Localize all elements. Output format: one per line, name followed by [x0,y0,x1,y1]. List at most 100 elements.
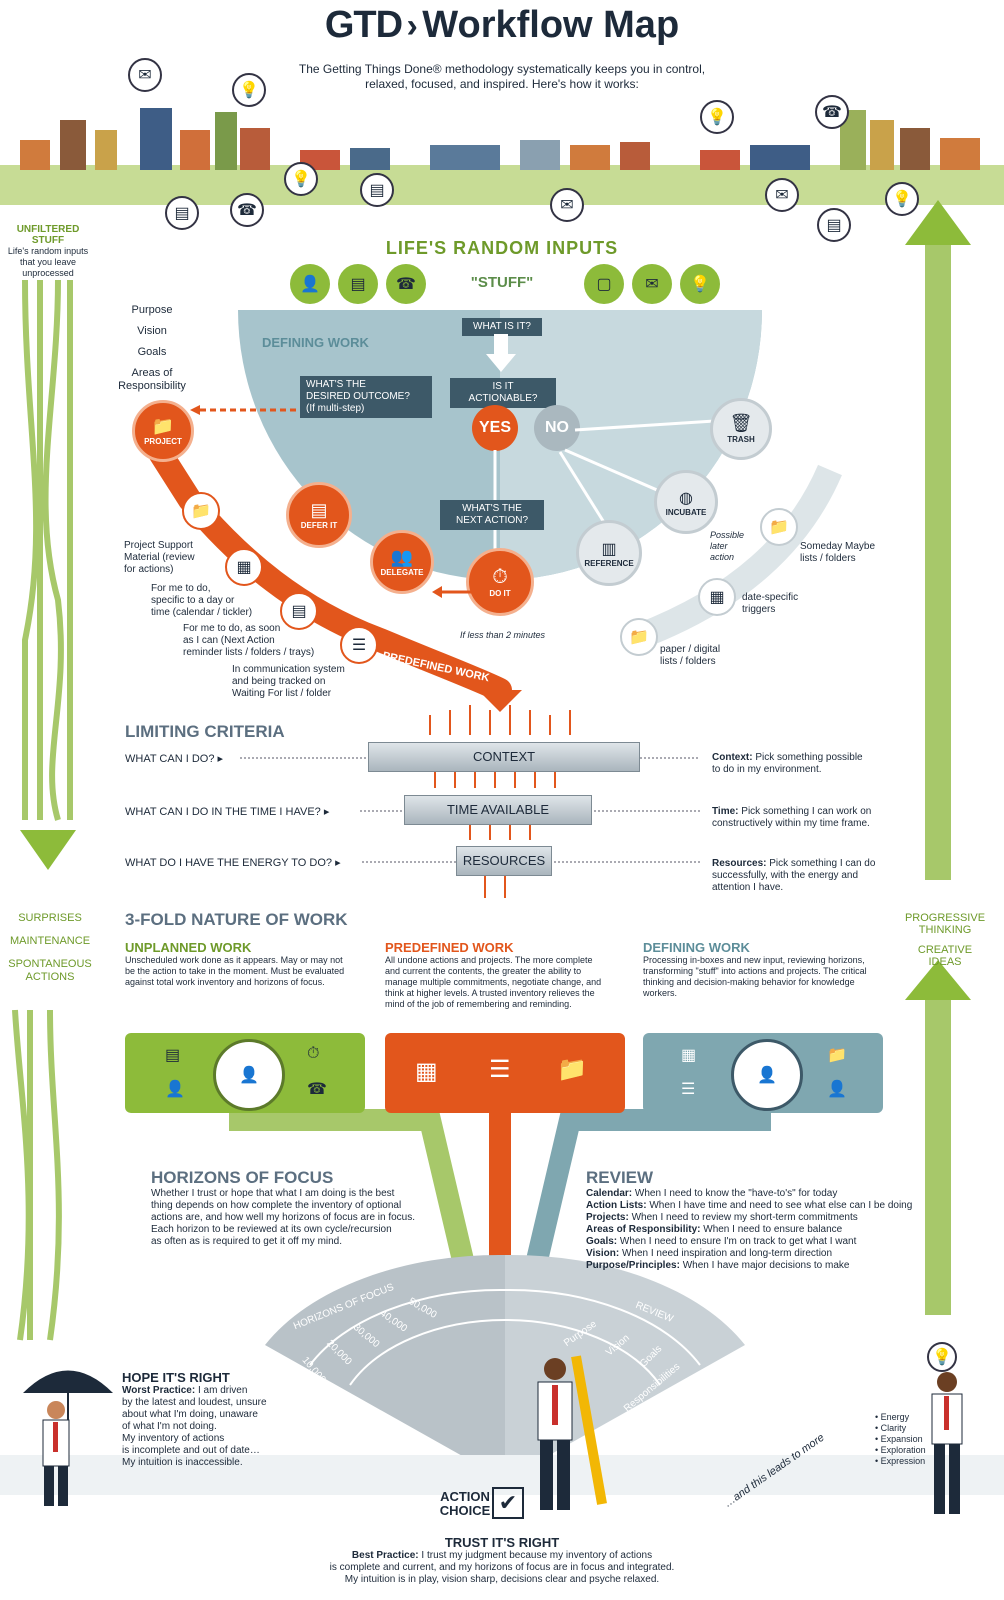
right-person-icon [931,1372,963,1514]
stopwatch-icon: ⏱ [492,566,508,588]
review-key: Purpose/Principles: [586,1260,680,1271]
note-text: Pick something possible [752,752,863,763]
horizon-item: Vision [137,325,167,337]
possible-line: action [710,552,735,562]
stopwatch-icon: ⏱ [307,1045,320,1062]
next-action-line: WHAT'S THE [462,503,522,514]
note-text: Pick something I can work on [738,806,872,817]
predefined-text: mind of the job of remembering and remin… [385,999,572,1009]
folder-icon: 📁 [760,508,798,546]
waiting-for-note: In communication system and being tracke… [232,664,345,700]
predefined-panel: ▦ ☰ 📁 [385,1033,625,1113]
do-it-label: DO IT [489,589,511,598]
question-1: WHAT CAN I DO? ▸ [125,753,224,765]
defining-text: thinking and decision-making behavior fo… [643,977,855,987]
note-line: Project Support [124,540,193,551]
trust-section: TRUST IT'S RIGHT Best Practice: I trust … [290,1535,714,1586]
nest-icon: ◍ [679,489,693,507]
email-icon: ✉ [765,178,799,212]
left-outcomes: SURPRISES MAINTENANCE SPONTANEOUS ACTION… [0,912,100,984]
resources-note: Resources: Pick something I can do succe… [712,858,875,894]
spontaneous-label-2: ACTIONS [25,971,75,983]
center-person-icon [537,1355,607,1510]
is-actionable-box: IS IT ACTIONABLE? [450,378,556,408]
what-is-it-box: WHAT IS IT? [462,318,542,336]
document-icon: ▤ [360,173,394,207]
page-title: GTD › Workflow Map [0,4,1004,47]
review-value: When I need to know the "have-to's" for … [634,1188,838,1199]
horizons-text: actions are, and how well my horizons of… [151,1212,416,1223]
horizons-text: thing depends on how complete the invent… [151,1200,402,1211]
horizon-item: Areas of [131,367,173,379]
do-it-circle: ⏱ DO IT [466,548,534,616]
surprises-label: SURPRISES [18,912,82,924]
defer-it-circle: ▤ DEFER IT [286,482,352,548]
note-line: For me to do, as soon [183,623,281,634]
progressive-label-1: PROGRESSIVE [904,912,986,924]
bullet-item: • Energy [875,1412,910,1422]
incubate-circle: ◍ INCUBATE [654,470,718,534]
review-value: When I have time and need to see what el… [649,1200,913,1211]
title-chevron-icon: › [406,7,418,45]
lightbulb-icon: 💡 [232,73,266,107]
right-bullets: • Energy • Clarity • Expansion • Explora… [875,1412,955,1467]
right-outcomes: PROGRESSIVE THINKING CREATIVE IDEAS [895,912,995,968]
project-label: PROJECT [144,437,182,446]
unfiltered-heading: UNFILTERED STUFF [16,224,80,246]
action-choice-line: ACTION [440,1489,490,1504]
unplanned-work: UNPLANNED WORK Unscheduled work done as … [125,940,375,988]
note-line: specific to a day or [151,595,235,606]
trash-circle: 🗑 TRASH [710,398,772,460]
review-value: When I need inspiration and long-term di… [621,1248,833,1259]
someday-line: lists / folders [800,553,856,564]
possible-line: later [710,541,728,551]
note-text: Pick something I can do [766,858,876,869]
date-line: date-specific [742,592,799,603]
phone-icon: ☎ [307,1081,327,1098]
trust-text: I trust my judgment because my inventory… [418,1550,653,1561]
unfiltered-text-1: Life's random inputs [7,246,89,256]
review-key: Action Lists: [586,1200,647,1211]
bullet-item: • Expression [875,1456,926,1466]
bullet-item: • Exploration [875,1445,926,1455]
note-line: and being tracked on [232,676,326,687]
email-icon: ✉ [632,264,672,304]
email-icon: ✉ [550,188,584,222]
note-key: Resources: [712,858,767,869]
unplanned-title: UNPLANNED WORK [125,940,252,955]
unplanned-text: against total work inventory and horizon… [125,977,325,987]
resources-filter: RESOURCES [456,846,552,876]
possible-later-action: Possible later action [710,530,744,563]
folder-icon: 📁 [151,416,175,436]
intro-line-1: The Getting Things Done® methodology sys… [298,62,706,76]
delegate-label: DELEGATE [380,568,424,577]
horizons-section: HORIZONS OF FOCUS Whether I trust or hop… [151,1168,441,1248]
left-arrow-icon [432,586,472,598]
horizons-text: Whether I trust or hope that what I am d… [151,1188,395,1199]
spontaneous-label-1: SPONTANEOUS [8,958,92,970]
horizon-item: Responsibility [118,380,186,392]
review-key: Calendar: [586,1188,633,1199]
trust-title: TRUST IT'S RIGHT [444,1535,560,1550]
note-text: attention I have. [712,882,784,893]
reference-label: REFERENCE [584,558,634,568]
hope-text: by the latest and loudest, unsure [122,1397,267,1408]
predefined-text: and current the contents, the greater th… [385,966,582,976]
person-icon: 👤 [290,264,330,304]
note-line: time (calendar / tickler) [151,607,253,618]
note-key: Context: [712,752,753,763]
paper-stack-icon: ▤ [338,264,378,304]
hope-section: HOPE IT'S RIGHT Worst Practice: I am dri… [122,1370,282,1469]
defer-label: DEFER IT [300,521,338,530]
someday-line: Someday Maybe [800,541,876,552]
horizon-item: Purpose [131,304,173,316]
predefined-text: manage multiple commitments, negotiate c… [385,977,602,987]
defining-text: transforming "stuff" into actions and pr… [643,966,867,976]
less-than-2-minutes: If less than 2 minutes [460,630,546,640]
next-action-box: WHAT'S THE NEXT ACTION? [440,500,544,530]
question-3: WHAT DO I HAVE THE ENERGY TO DO? ▸ [125,857,341,869]
horizons-list: Purpose Vision Goals Areas of Responsibi… [110,304,194,393]
trust-text: My intuition is in play, vision sharp, d… [344,1574,660,1585]
delegate-circle: 👥 DELEGATE [370,530,434,594]
threefold-title: 3-FOLD NATURE OF WORK [125,910,348,929]
